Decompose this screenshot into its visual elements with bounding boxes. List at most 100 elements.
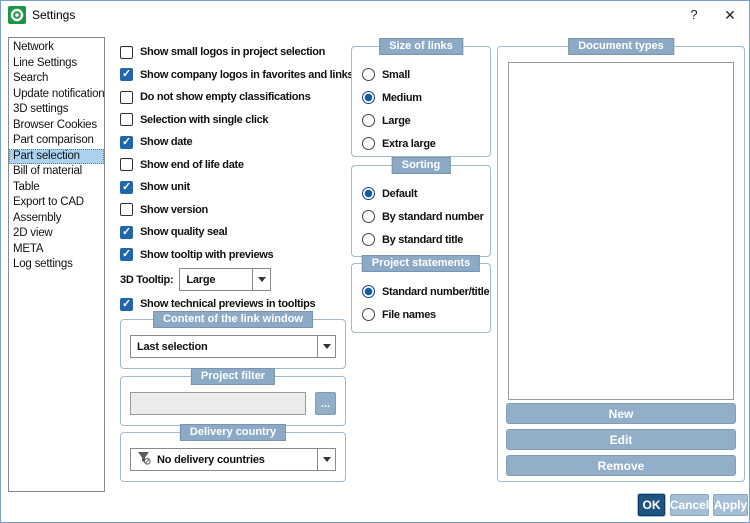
checkbox-hide-empty-classifications[interactable]: Do not show empty classifications	[120, 86, 350, 109]
checkbox-label: Show quality seal	[140, 226, 228, 239]
radio-circle[interactable]	[362, 114, 375, 127]
chevron-down-icon[interactable]	[252, 269, 270, 290]
sidebar-item-part-comparison[interactable]: Part comparison	[13, 134, 94, 146]
radio-small[interactable]: Small	[352, 63, 490, 86]
help-button[interactable]: ?	[690, 7, 698, 22]
project-filter-input[interactable]	[130, 392, 306, 415]
radio-sort-default[interactable]: Default	[352, 182, 490, 205]
checkbox-box[interactable]	[120, 113, 133, 127]
checkbox-label: Show tooltip with previews	[140, 248, 274, 261]
radio-medium[interactable]: Medium	[352, 86, 490, 109]
document-types-list[interactable]	[508, 62, 734, 400]
checkbox-show-company-logos[interactable]: Show company logos in favorites and link…	[120, 64, 354, 87]
delivery-country-value: No delivery countries	[157, 453, 265, 466]
group-sorting: Sorting Default By standard number By st…	[351, 157, 491, 257]
3d-tooltip-select[interactable]: Large	[179, 268, 272, 291]
window-title: Settings	[32, 8, 76, 22]
group-title: Sorting	[391, 157, 451, 174]
group-title: Delivery country	[179, 424, 287, 441]
link-window-value: Last selection	[137, 340, 208, 353]
browse-button[interactable]: ...	[315, 392, 336, 415]
sidebar-item-search[interactable]: Search	[13, 72, 49, 84]
sidebar-item-assembly[interactable]: Assembly	[13, 211, 62, 224]
3d-tooltip-value: Large	[186, 273, 216, 286]
checkbox-label: Do not show empty classifications	[140, 91, 311, 104]
radio-label: Medium	[382, 91, 422, 104]
sidebar-item-bill-of-material[interactable]: Bill of material	[13, 165, 83, 177]
group-size-of-links: Size of links Small Medium Large Extra l…	[351, 38, 491, 157]
sidebar-item-meta[interactable]: META	[13, 242, 44, 255]
radio-label: Large	[382, 114, 411, 127]
radio-circle[interactable]	[362, 285, 375, 298]
sidebar-item-part-selection[interactable]: Part selection	[9, 148, 104, 164]
checkbox-show-tooltip-previews[interactable]: Show tooltip with previews	[120, 244, 350, 267]
radio-circle[interactable]	[362, 91, 375, 104]
remove-button[interactable]: Remove	[506, 455, 736, 476]
checkbox-box[interactable]	[120, 90, 133, 104]
sidebar-item-browser-cookies[interactable]: Browser Cookies	[13, 118, 97, 131]
checkbox-box[interactable]	[120, 297, 133, 311]
chevron-down-icon[interactable]	[317, 336, 335, 357]
checkbox-box[interactable]	[120, 135, 133, 149]
radio-label: Standard number/title	[382, 285, 490, 298]
checkbox-box[interactable]	[120, 158, 133, 172]
radio-sort-standard-title[interactable]: By standard title	[352, 228, 490, 251]
no-filter-icon	[137, 451, 151, 468]
part-selection-options: Show small logos in project selection Sh…	[120, 41, 354, 316]
sidebar-item-table[interactable]: Table	[13, 180, 40, 193]
ok-button[interactable]: OK	[638, 494, 665, 516]
checkbox-box[interactable]	[120, 225, 133, 239]
checkbox-box[interactable]	[120, 180, 133, 194]
apply-button[interactable]: Apply	[713, 494, 748, 516]
radio-large[interactable]: Large	[352, 109, 490, 132]
new-button[interactable]: New	[506, 403, 736, 424]
sidebar-item-network[interactable]: Network	[13, 41, 54, 53]
checkbox-box[interactable]	[120, 247, 133, 262]
radio-label: By standard title	[382, 233, 464, 246]
delivery-country-select[interactable]: No delivery countries	[130, 448, 336, 471]
app-icon	[8, 6, 26, 24]
group-title: Size of links	[379, 38, 463, 55]
link-window-select[interactable]: Last selection	[130, 335, 336, 358]
radio-standard-number-title[interactable]: Standard number/title	[352, 280, 490, 303]
checkbox-show-date[interactable]: Show date	[120, 131, 350, 154]
radio-circle[interactable]	[362, 137, 375, 150]
radio-extra-large[interactable]: Extra large	[352, 132, 490, 155]
sidebar-item-2d-view[interactable]: 2D view	[13, 227, 53, 239]
group-title: Project filter	[190, 368, 276, 385]
checkbox-label: Show company logos in favorites and link…	[140, 68, 354, 81]
sidebar-item-export-to-cad[interactable]: Export to CAD	[13, 196, 84, 208]
3d-tooltip-label: 3D Tooltip:	[120, 273, 174, 286]
sidebar-item-line-settings[interactable]: Line Settings	[13, 56, 77, 69]
checkbox-show-quality-seal[interactable]: Show quality seal	[120, 221, 350, 244]
radio-sort-standard-number[interactable]: By standard number	[352, 205, 490, 228]
settings-category-list: Network Line Settings Search Update noti…	[8, 37, 105, 492]
checkbox-box[interactable]	[120, 203, 133, 217]
checkbox-single-click-selection[interactable]: Selection with single click	[120, 109, 350, 132]
radio-circle[interactable]	[362, 308, 375, 321]
checkbox-box[interactable]	[120, 67, 133, 82]
checkbox-technical-previews[interactable]: Show technical previews in tooltips	[120, 293, 350, 316]
checkbox-show-version[interactable]: Show version	[120, 199, 350, 222]
sidebar-item-update-notification[interactable]: Update notification	[13, 87, 105, 100]
radio-label: Default	[382, 187, 418, 200]
edit-button[interactable]: Edit	[506, 429, 736, 450]
radio-circle[interactable]	[362, 68, 375, 81]
checkbox-show-unit[interactable]: Show unit	[120, 176, 350, 199]
group-title: Document types	[568, 38, 674, 55]
checkbox-box[interactable]	[120, 45, 133, 59]
checkbox-show-end-of-life-date[interactable]: Show end of life date	[120, 154, 350, 177]
close-icon[interactable]: ✕	[724, 7, 736, 23]
sidebar-item-log-settings[interactable]: Log settings	[13, 258, 73, 270]
sidebar-item-3d-settings[interactable]: 3D settings	[13, 103, 69, 115]
radio-file-names[interactable]: File names	[352, 303, 490, 326]
group-document-types: Document types New Edit Remove	[497, 38, 745, 482]
radio-circle[interactable]	[362, 210, 375, 223]
checkbox-show-small-logos[interactable]: Show small logos in project selection	[120, 41, 350, 64]
radio-circle[interactable]	[362, 233, 375, 246]
chevron-down-icon[interactable]	[317, 449, 335, 470]
radio-circle[interactable]	[362, 187, 375, 200]
group-delivery-country: Delivery country No delivery countries	[120, 424, 346, 482]
cancel-button[interactable]: Cancel	[670, 494, 709, 516]
